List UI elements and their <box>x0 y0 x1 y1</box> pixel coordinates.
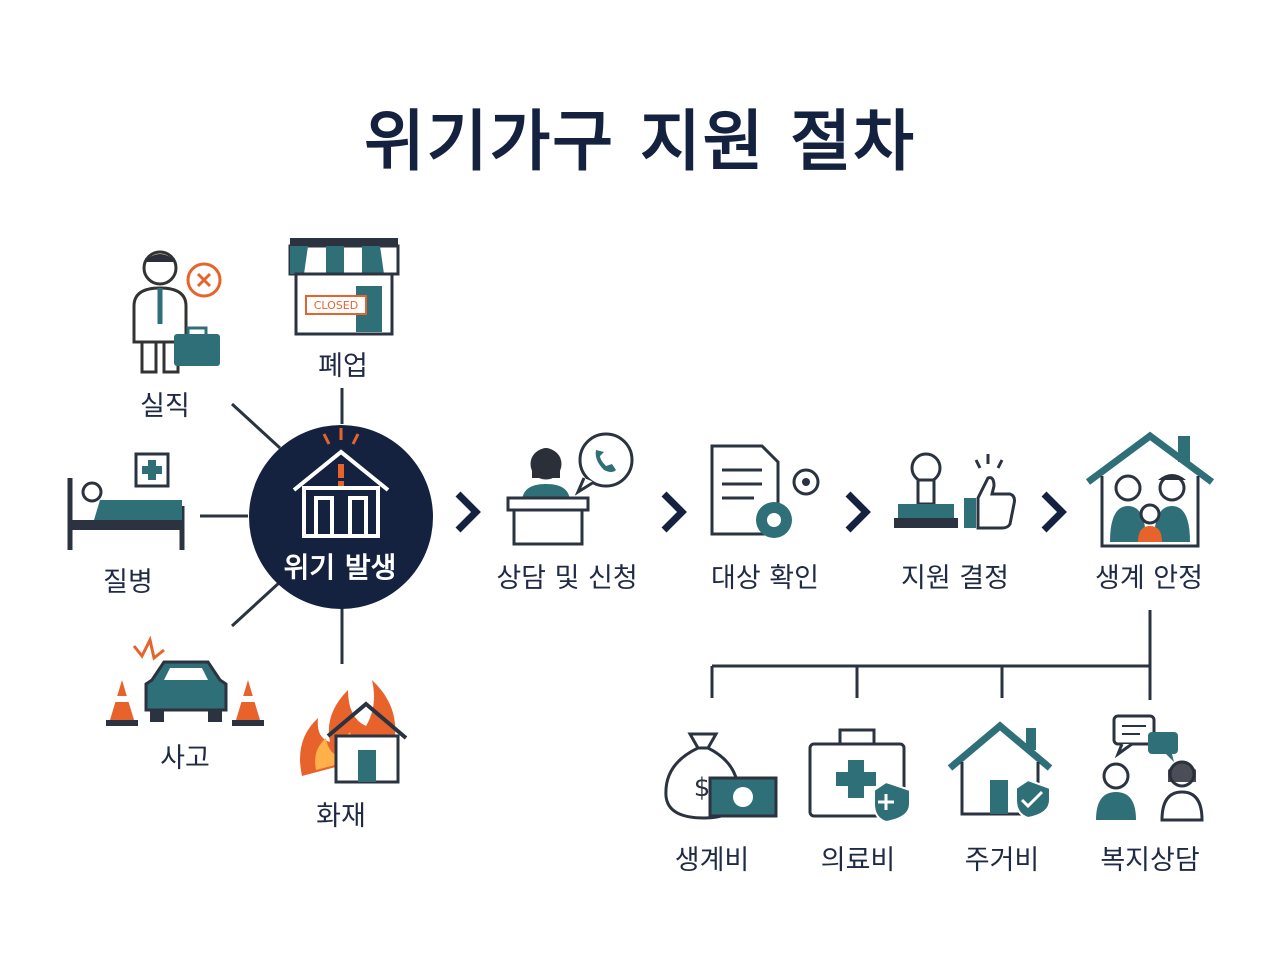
cause-label-accident: 사고 <box>160 743 210 774</box>
crisis-occurrence-label: 위기 발생 <box>283 551 397 584</box>
svg-text:$: $ <box>694 773 711 803</box>
family-home-icon <box>1085 431 1215 548</box>
step-label-verify: 대상 확인 <box>711 563 819 594</box>
chevron-right-icon <box>1041 491 1067 533</box>
support-label-living: 생계비 <box>674 845 750 876</box>
house-shield-icon <box>947 721 1053 820</box>
car-accident-icon <box>106 636 264 726</box>
closed-sign-text: CLOSED <box>314 299 358 312</box>
closed-shop-icon: CLOSED <box>288 238 400 336</box>
step-label-decision: 지원 결정 <box>901 563 1009 594</box>
chevron-right-icon <box>455 491 481 533</box>
unemployed-person-icon <box>132 250 222 374</box>
step-label-consult: 상담 및 신청 <box>496 563 638 594</box>
cause-label-illness: 질병 <box>103 567 153 598</box>
welfare-consult-icon <box>1096 714 1204 822</box>
chevron-right-icon <box>845 491 871 533</box>
house-fire-icon <box>300 680 408 784</box>
support-label-housing: 주거비 <box>964 845 1040 876</box>
chevron-right-icon <box>661 491 687 533</box>
hospital-bed-icon <box>67 452 185 550</box>
approval-stamp-icon <box>894 452 1016 530</box>
medical-kit-icon <box>808 728 911 822</box>
document-check-icon <box>710 444 820 538</box>
step-label-stability: 생계 안정 <box>1095 563 1203 594</box>
cause-label-closure: 폐업 <box>318 351 368 382</box>
crisis-occurrence-node <box>249 425 433 609</box>
page-title: 위기가구 지원 절차 <box>364 103 916 180</box>
cause-label-fire: 화재 <box>316 801 366 832</box>
support-label-welfare: 복지상담 <box>1100 845 1200 876</box>
support-label-medical: 의료비 <box>820 845 896 876</box>
money-bag-icon: $ <box>664 732 778 820</box>
counseling-desk-icon <box>506 432 634 546</box>
cause-label-unemployment: 실직 <box>140 391 190 422</box>
